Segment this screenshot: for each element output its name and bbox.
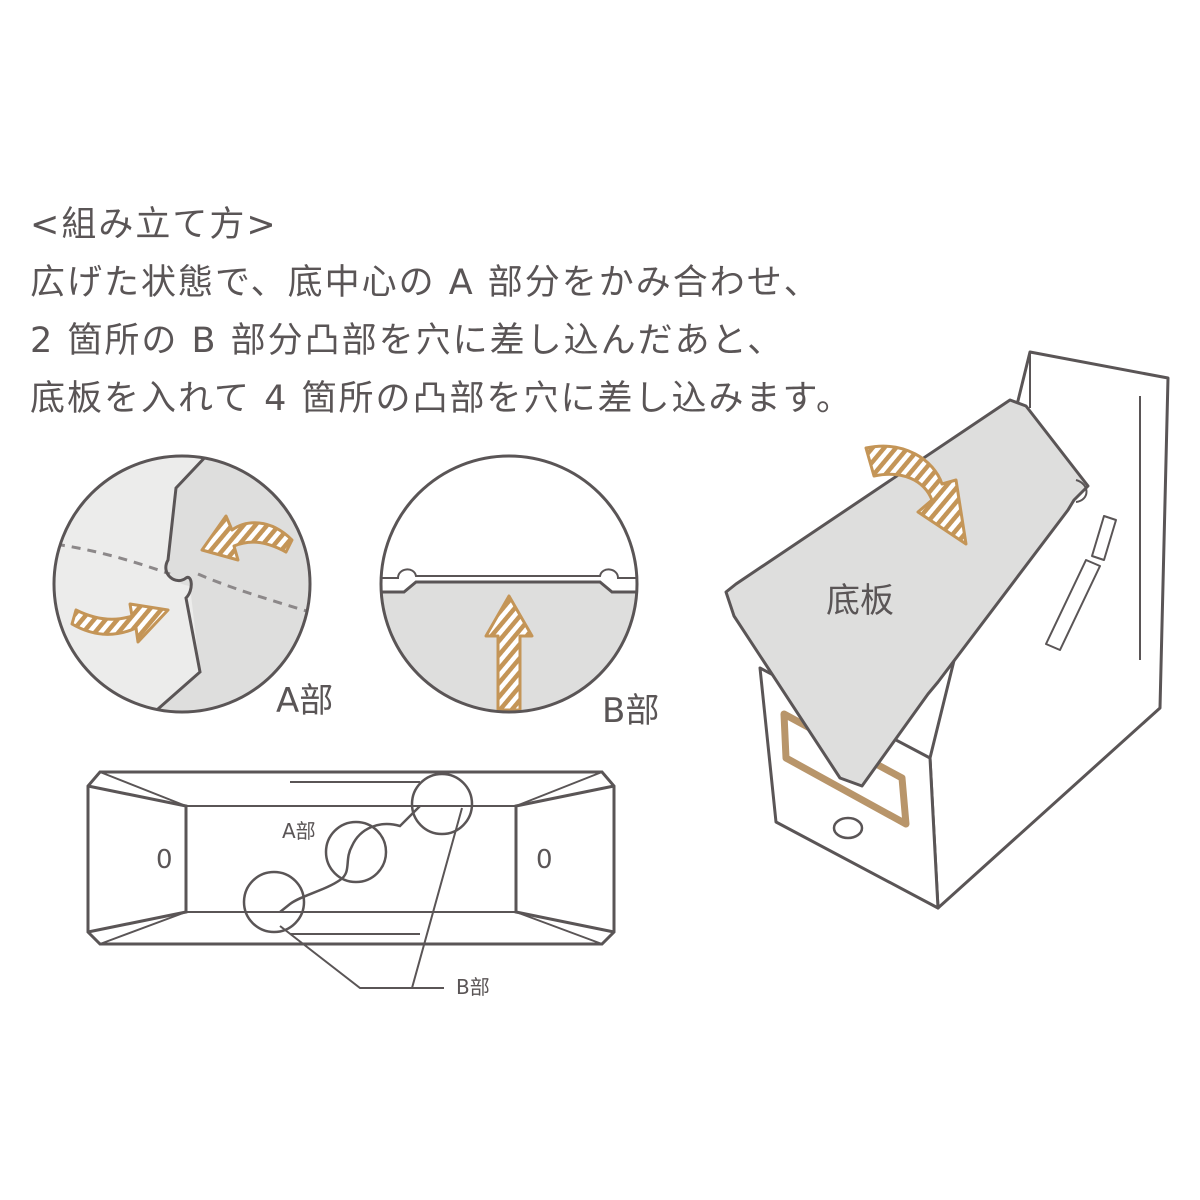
striped-arrow-icon [864, 444, 968, 546]
instruction-text: <組み立て方> 広げた状態で、底中心の A 部分をかみ合わせ、 2 箇所の B … [30, 196, 930, 428]
detail-a-circle [52, 454, 312, 714]
instruction-line-3: 底板を入れて 4 箇所の凸部を穴に差し込みます。 [30, 379, 853, 419]
instruction-line-1: 広げた状態で、底中心の A 部分をかみ合わせ、 [30, 263, 821, 303]
hole-left-label: 0 [156, 845, 173, 875]
flat-b-label: B部 [456, 975, 490, 999]
detail-b-label: B部 [602, 691, 659, 731]
flat-a-label: A部 [282, 819, 316, 843]
instruction-heading: <組み立て方> [30, 205, 278, 245]
instruction-line-2: 2 箇所の B 部分凸部を穴に差し込んだあと、 [30, 321, 785, 361]
striped-arrow-icon [484, 594, 534, 712]
flat-box-diagram [86, 770, 616, 989]
striped-arrow-icon [200, 514, 294, 562]
bottom-board-label: 底板 [826, 581, 894, 621]
striped-arrow-icon [70, 602, 170, 644]
bottom-board [724, 398, 1090, 788]
hole-right-label: 0 [536, 845, 553, 875]
detail-a-label: A部 [276, 681, 333, 721]
